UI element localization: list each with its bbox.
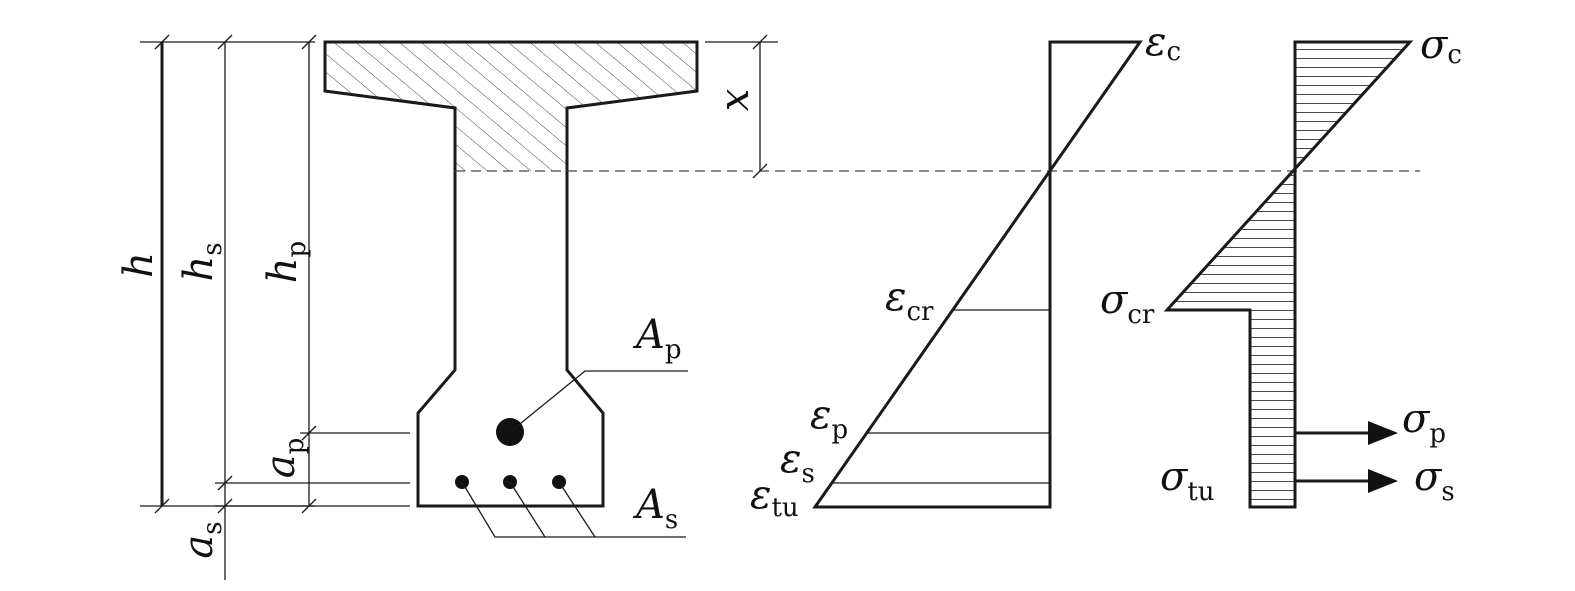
strain-diagram xyxy=(812,40,1143,509)
compression-zone-hatch xyxy=(325,42,697,171)
x-dimension xyxy=(705,34,778,179)
beam-outline xyxy=(323,40,699,508)
label-hs: hs xyxy=(176,242,228,281)
dimension-lines xyxy=(140,34,410,580)
arrow-sigma-p-head xyxy=(1368,421,1398,445)
label-Ap: Ap xyxy=(632,312,682,365)
label-x: x xyxy=(712,89,758,112)
label-sig-s: σs xyxy=(1414,454,1455,507)
label-sig-c: σc xyxy=(1420,22,1462,70)
label-sig-tu: σtu xyxy=(1160,454,1215,507)
label-h: h xyxy=(116,252,162,278)
label-as: as xyxy=(176,521,228,558)
label-eps-cr: εcr xyxy=(885,274,934,327)
as-leader-line xyxy=(461,481,686,538)
stress-tension-fill xyxy=(1167,171,1295,507)
label-sig-cr: σcr xyxy=(1100,277,1155,330)
label-eps-c: εc xyxy=(1145,19,1181,67)
label-sig-p: σp xyxy=(1402,396,1446,449)
label-hp: hp xyxy=(260,241,312,283)
ap-leader-line xyxy=(509,370,688,433)
label-As: As xyxy=(632,482,678,535)
strain-profile xyxy=(812,40,1143,509)
arrow-sigma-s-head xyxy=(1368,469,1398,493)
label-eps-tu: εtu xyxy=(750,472,799,523)
label-eps-p: εp xyxy=(810,392,848,445)
stress-compression-outline xyxy=(1163,40,1414,509)
label-ap: ap xyxy=(258,438,310,479)
stress-diagram xyxy=(1163,40,1414,509)
beam-cross-section xyxy=(323,40,699,538)
label-eps-s: εs xyxy=(780,436,815,489)
